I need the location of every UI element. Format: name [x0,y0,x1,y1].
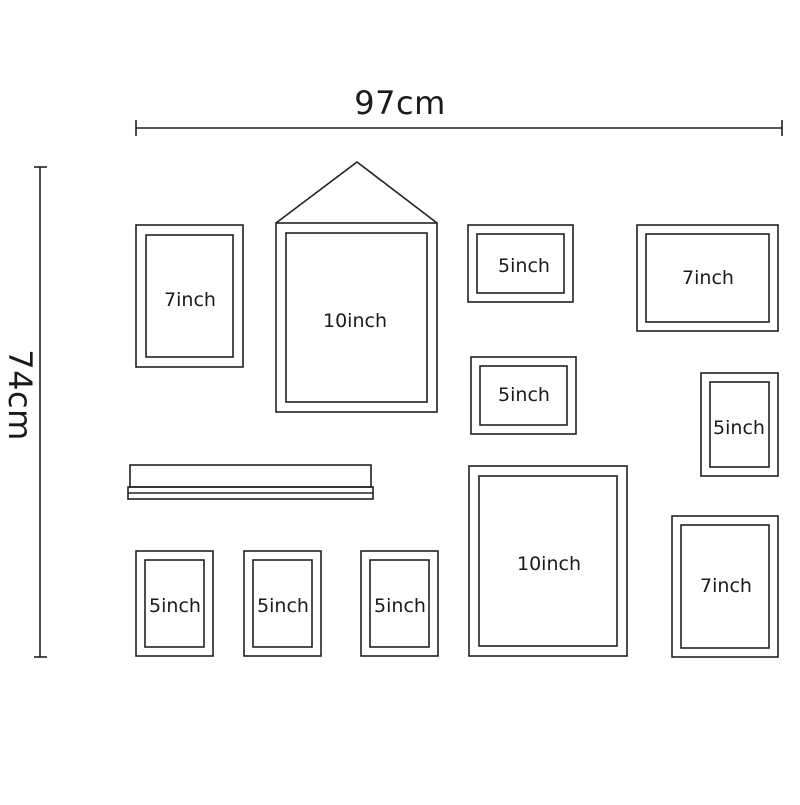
frame-5inch-bottom-2 [243,550,322,657]
frame-10inch-bottom-center [468,465,628,657]
frame-label: 10inch [323,310,387,332]
frame-label: 5inch [374,595,426,617]
frame-10inch-house [275,160,438,413]
height-dimension-line [34,166,47,658]
frame-7inch-top-right [636,224,779,332]
frame-label: 5inch [713,417,765,439]
frame-7inch-top-left [135,224,244,368]
frame-5inch-bottom-3 [360,550,439,657]
frame-label: 5inch [498,255,550,277]
frame-label: 10inch [517,553,581,575]
frame-label: 7inch [682,267,734,289]
frame-label: 7inch [164,289,216,311]
height-dimension-label: 74cm [1,349,39,441]
frame-label: 5inch [149,595,201,617]
wall-shelf [127,464,374,500]
width-dimension-line [135,120,783,136]
frame-5inch-bottom-1 [135,550,214,657]
frame-5inch-center [470,356,577,435]
frame-5inch-right-portrait [700,372,779,477]
frame-5inch-top-center [467,224,574,303]
frame-label: 7inch [700,575,752,597]
frame-label: 5inch [498,384,550,406]
width-dimension-label: 97cm [354,84,446,122]
frame-7inch-bottom-right [671,515,779,658]
frame-label: 5inch [257,595,309,617]
